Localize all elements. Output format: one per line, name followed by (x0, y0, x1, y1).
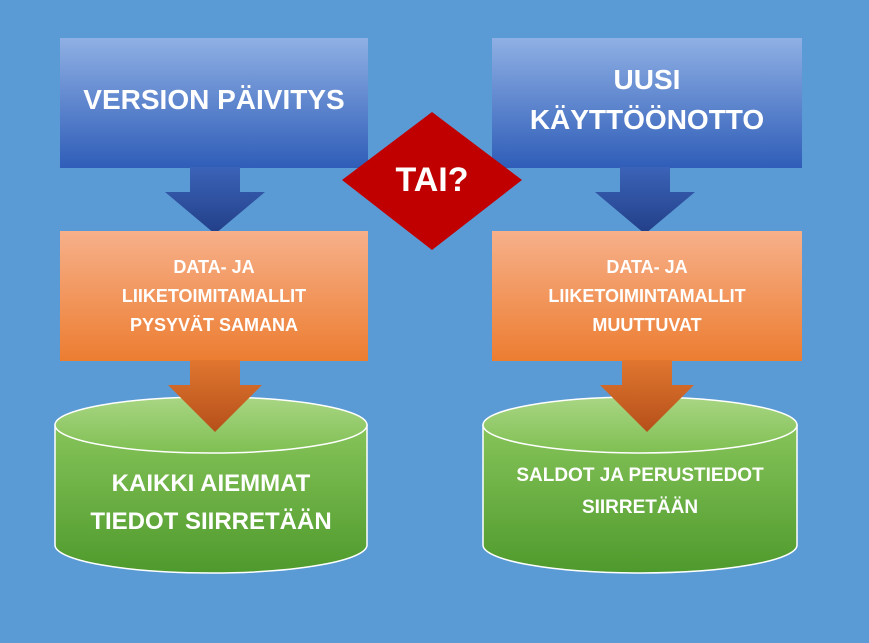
left-models-box (60, 231, 368, 361)
new-deployment-box (492, 38, 802, 168)
right-cylinder-label: SALDOT JA PERUSTIEDOT SIIRRETÄÄN (516, 465, 764, 518)
right-blue-arrow (595, 167, 695, 234)
right-models-label: DATA- JA LIIKETOIMINTAMALLIT MUUTTUVAT (548, 256, 746, 335)
or-diamond-label: TAI? (395, 160, 469, 199)
left-models-label: DATA- JA LIIKETOIMITAMALLIT PYSYVÄT SAMA… (121, 256, 307, 335)
right-models-box (492, 231, 802, 361)
or-diamond (342, 112, 522, 250)
new-deployment-label: UUSI KÄYTTÖÖNOTTO (529, 64, 765, 135)
right-orange-arrow (600, 360, 694, 432)
left-orange-arrow (168, 360, 262, 432)
left-cylinder-label: KAIKKI AIEMMAT TIEDOT SIIRRETÄÄN (90, 470, 332, 535)
left-blue-arrow (165, 167, 265, 234)
version-update-box (60, 38, 368, 168)
version-update-label: VERSION PÄIVITYS (83, 84, 345, 115)
